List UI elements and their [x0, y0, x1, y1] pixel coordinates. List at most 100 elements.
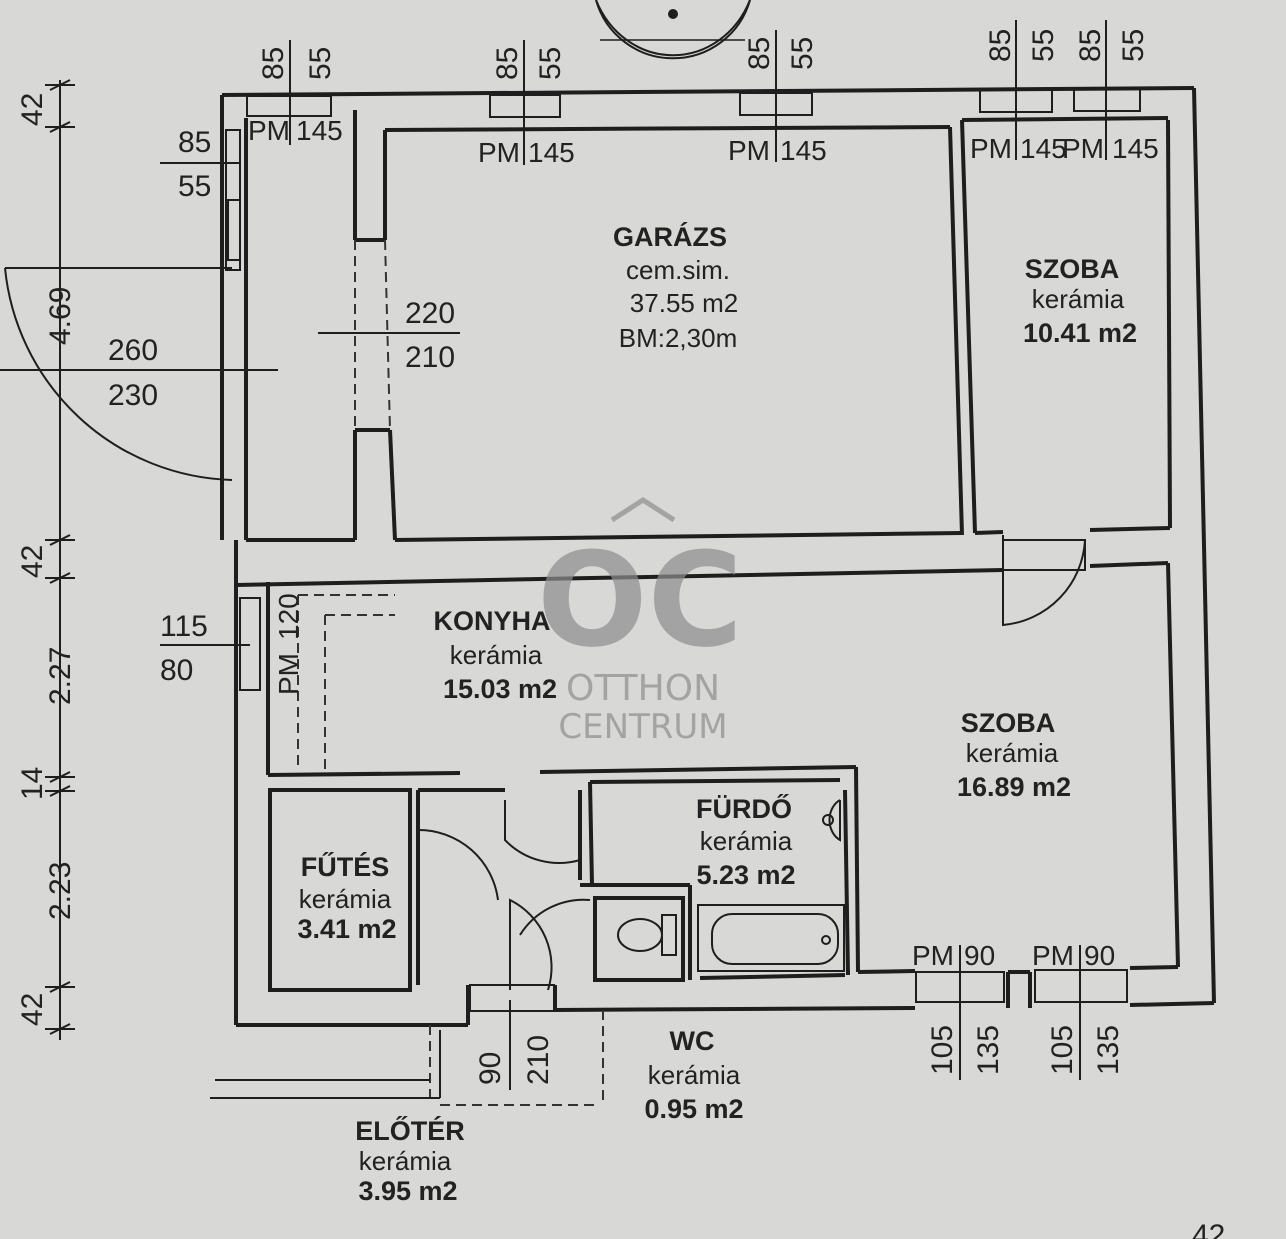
wb1-width: 105 — [926, 1025, 959, 1075]
wk-sill: 120 — [273, 593, 304, 640]
eloter-area: 3.95 m2 — [358, 1176, 457, 1206]
wlt-width: 85 — [178, 126, 211, 159]
wall-fill-blocks — [227, 199, 241, 261]
room-eloter: ELŐTÉR kerámia 3.95 m2 — [355, 1115, 465, 1206]
wk-width: 115 — [160, 610, 208, 643]
w4-height: 55 — [1027, 29, 1060, 62]
eloter-floor: kerámia — [359, 1146, 452, 1176]
w4-sill: 145 — [1020, 133, 1067, 164]
furdo-name: FÜRDŐ — [696, 793, 792, 824]
wb1-sill: 90 — [964, 940, 995, 971]
w1-pm: PM — [248, 115, 290, 146]
w1-height: 55 — [304, 47, 337, 80]
w4-pm: PM — [970, 133, 1012, 164]
eloter-name: ELŐTÉR — [355, 1115, 465, 1146]
exterior-steps — [210, 1030, 441, 1099]
wb1-height: 135 — [972, 1025, 1005, 1075]
furdo-area: 5.23 m2 — [696, 860, 795, 890]
w2-height: 55 — [534, 47, 567, 80]
w3-sill: 145 — [780, 135, 827, 166]
konyha-floor: kerámia — [450, 640, 543, 670]
corner-dimension: 42 — [1192, 1219, 1225, 1239]
w5-width: 85 — [1074, 29, 1107, 62]
watermark-logo: OC — [537, 524, 743, 676]
wb2-pm: PM — [1032, 940, 1074, 971]
door-labels: 260 230 220 210 90 210 — [108, 297, 555, 1090]
window-labels-top: 85 55 PM 145 85 55 PM 145 85 55 PM 145 8… — [248, 20, 1159, 168]
vdim-227: 2.27 — [44, 647, 77, 705]
konyha-area: 15.03 m2 — [443, 674, 557, 704]
room-wc: WC kerámia 0.95 m2 — [644, 1026, 743, 1124]
konyha-name: KONYHA — [433, 606, 550, 636]
sink — [822, 799, 841, 842]
w2-sill: 145 — [528, 137, 575, 168]
szoba-top-floor: kerámia — [1032, 284, 1125, 314]
door-inner-width: 220 — [405, 297, 455, 330]
top-circle-feature — [595, 0, 751, 60]
wb1-pm: PM — [912, 940, 954, 971]
dashed-lines — [297, 239, 604, 1106]
garazs-name: GARÁZS — [613, 221, 727, 252]
wc-floor: kerámia — [648, 1060, 741, 1090]
furdo-floor: kerámia — [700, 826, 793, 856]
walls — [220, 86, 1216, 1027]
vdim-42-bottom: 42 — [16, 993, 49, 1026]
window-labels-left: 85 55 115 80 PM 120 — [160, 126, 304, 695]
room-garazs: GARÁZS cem.sim. 37.55 m2 BM:2,30m — [613, 221, 738, 353]
wb2-sill: 90 — [1084, 940, 1115, 971]
w1-sill: 145 — [296, 115, 343, 146]
wb2-height: 135 — [1092, 1025, 1125, 1075]
wc-area: 0.95 m2 — [644, 1094, 743, 1124]
garazs-height: BM:2,30m — [619, 323, 738, 353]
szoba-main-name: SZOBA — [961, 708, 1056, 738]
w5-height: 55 — [1117, 29, 1150, 62]
w2-pm: PM — [478, 137, 520, 168]
room-furdo: FÜRDŐ kerámia 5.23 m2 — [696, 793, 796, 890]
vdim-469: 4.69 — [44, 287, 77, 345]
watermark: OC OTTHON CENTRUM — [537, 497, 743, 747]
szoba-top-name: SZOBA — [1025, 254, 1120, 284]
w3-pm: PM — [728, 135, 770, 166]
garazs-area: 37.55 m2 — [630, 288, 738, 318]
wk-height: 80 — [160, 654, 193, 687]
wlt-height: 55 — [178, 170, 211, 203]
futes-area: 3.41 m2 — [297, 914, 396, 944]
szoba-top-area: 10.41 m2 — [1023, 318, 1137, 348]
vdim-14: 14 — [16, 767, 49, 800]
toilet — [617, 914, 677, 956]
w1-width: 85 — [257, 47, 290, 80]
vdim-42-top: 42 — [16, 93, 49, 126]
szoba-main-floor: kerámia — [966, 738, 1059, 768]
bathtub — [697, 904, 845, 972]
room-futes: FŰTÉS kerámia 3.41 m2 — [297, 851, 396, 944]
w5-sill: 145 — [1112, 133, 1159, 164]
wc-name: WC — [670, 1026, 715, 1056]
vertical-dimension-line: 42 4.69 42 2.27 14 2.23 42 — [16, 79, 77, 1040]
door-entrance-width: 90 — [474, 1052, 507, 1085]
w3-height: 55 — [786, 37, 819, 70]
wk-pm: PM — [273, 653, 304, 695]
vdim-223: 2.23 — [44, 862, 77, 920]
room-szoba-main: SZOBA kerámia 16.89 m2 — [957, 708, 1071, 802]
fixtures — [227, 199, 845, 972]
w3-width: 85 — [743, 37, 776, 70]
w5-pm: PM — [1062, 133, 1104, 164]
door-side-height: 230 — [108, 379, 158, 412]
wb2-width: 105 — [1046, 1025, 1079, 1075]
door-side-width: 260 — [108, 334, 158, 367]
room-szoba-top: SZOBA kerámia 10.41 m2 — [1023, 254, 1137, 348]
szoba-main-area: 16.89 m2 — [957, 772, 1071, 802]
window-labels-bottom: PM 90 105 135 PM 90 105 135 — [912, 940, 1125, 1080]
door-swings — [0, 267, 1086, 991]
w4-width: 85 — [984, 29, 1017, 62]
futes-name: FŰTÉS — [301, 851, 390, 882]
w2-width: 85 — [491, 47, 524, 80]
room-konyha: KONYHA kerámia 15.03 m2 — [433, 606, 557, 704]
watermark-line1: OTTHON — [566, 668, 720, 709]
garazs-floor: cem.sim. — [626, 255, 730, 285]
vdim-42-mid: 42 — [16, 545, 49, 578]
watermark-line2: CENTRUM — [558, 707, 727, 747]
door-entrance-height: 210 — [522, 1035, 555, 1085]
door-inner-height: 210 — [405, 341, 455, 374]
